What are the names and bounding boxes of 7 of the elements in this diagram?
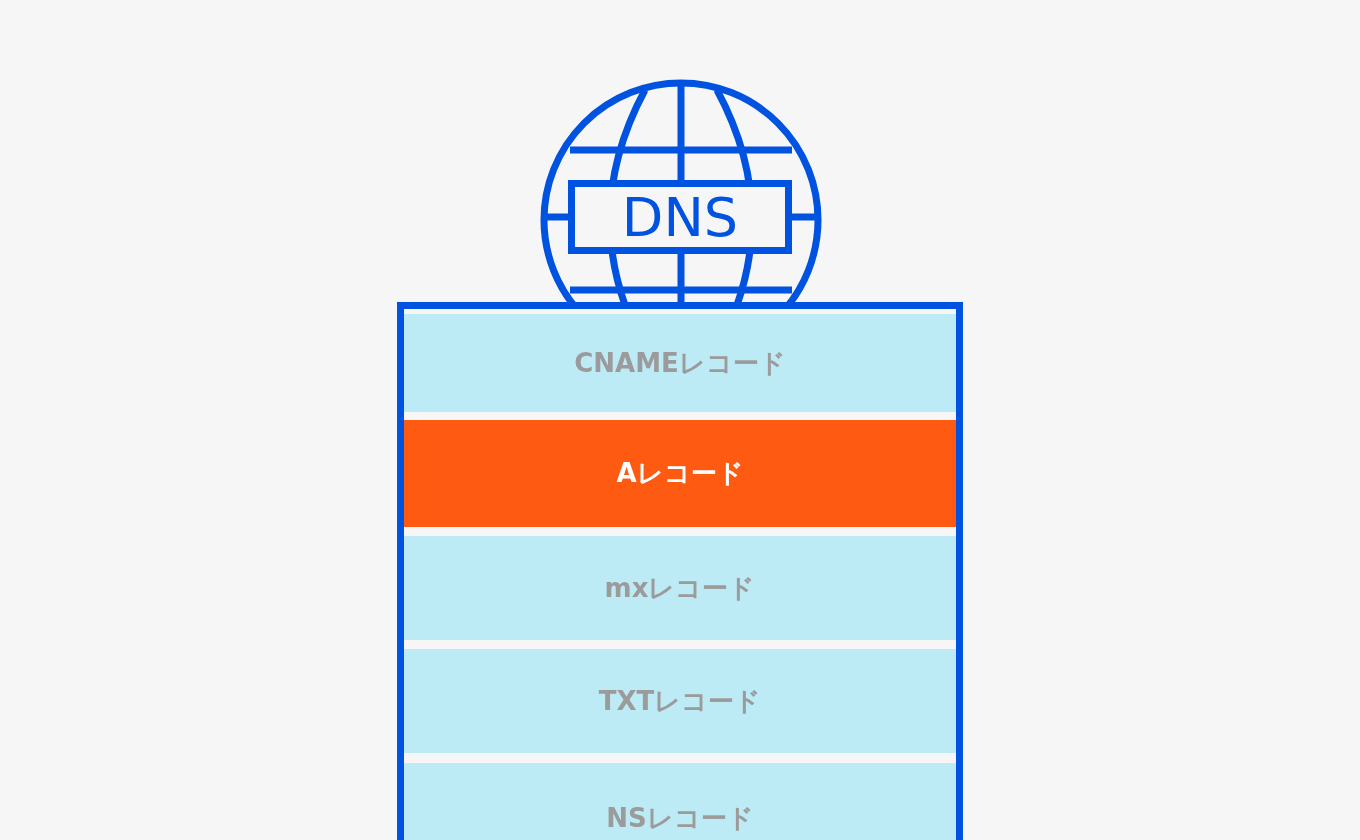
record-row: mxレコード [404, 536, 956, 640]
record-row: TXTレコード [404, 649, 956, 753]
record-panel [397, 302, 963, 840]
record-row: CNAMEレコード [404, 314, 956, 412]
record-row: Aレコード [404, 420, 956, 527]
dns-label-box: DNS [568, 180, 792, 254]
record-row: NSレコード [404, 763, 956, 840]
